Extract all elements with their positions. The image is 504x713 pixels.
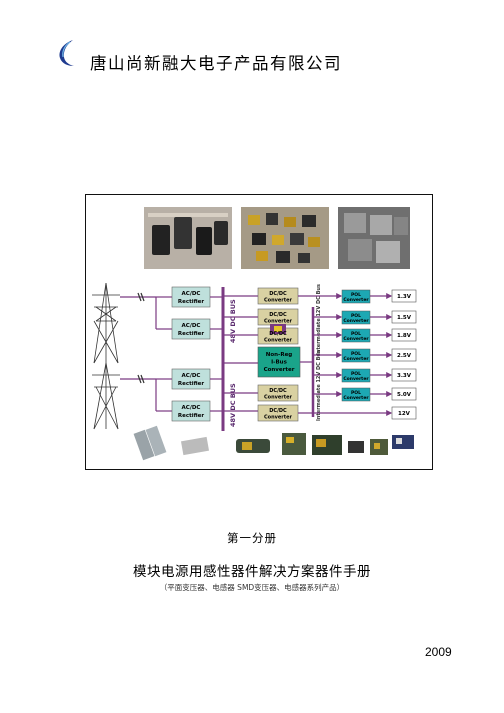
intermediate-bus-label: Intermediate 12V DC Bus [316,284,322,355]
power-pylon-top [92,282,120,364]
rectifier-4: AC/DC Rectifier [171,400,211,422]
pol-label: POL [351,351,361,357]
company-logo [59,40,74,66]
dcdc-label: Converter [264,338,293,344]
power-architecture-figure: AC/DC Rectifier AC/DC Rectifier AC/DC Re… [85,194,433,470]
dcdc-label: DC/DC [269,408,287,414]
bus-feeds [223,295,258,412]
rectifier-3: AC/DC Rectifier [171,368,211,390]
photo-converter-boards [236,433,342,455]
dc-bus-48v: 48V DC BUS 48V DC BUS [221,287,237,431]
photo-transformers [144,207,232,269]
pol-label: POL [351,313,361,319]
intermediate-bus: Intermediate 12V DC Bus Intermediate 12V… [300,284,322,421]
rectifier-label: AC/DC [182,405,201,411]
output-voltage: 1.3V [397,294,412,300]
nonreg-label: Converter [264,367,295,373]
rectifier-label: AC/DC [182,291,201,297]
photo-power-inductors [338,207,410,269]
rectifier-label: Rectifier [178,299,205,305]
rectifier-outputs [210,296,222,412]
power-pylon-bottom [92,362,120,430]
rectifier-label: Rectifier [178,413,205,419]
dcdc-label: Converter [264,298,293,304]
pol-label: POL [351,390,361,396]
output-voltage: 3.3V [397,373,412,379]
pol-label: Converter [343,297,369,303]
pol-label: Converter [343,318,369,324]
output-voltage: 1.5V [397,315,412,321]
pol-label: Converter [343,376,369,382]
rectifier-label: AC/DC [182,323,201,329]
pol-label: Converter [343,395,369,401]
company-name: 唐山尚新融大电子产品有限公司 [90,54,342,73]
pol-converter-4: POL Converter [341,348,371,363]
dcdc-label: Converter [264,319,293,325]
output-voltages: 1.3V 1.5V 1.8V 2.5V 3.3V 5.0V 12V [391,289,417,420]
architecture-diagram: AC/DC Rectifier AC/DC Rectifier AC/DC Re… [92,207,417,461]
output-voltage: 1.8V [397,333,412,339]
dcdc-converter-3: DC/DC Converter [257,324,299,345]
pol-label: Converter [343,336,369,342]
rectifier-2: AC/DC Rectifier [171,318,211,340]
photo-rectifier-modules [133,425,210,461]
pol-converter-6: POL Converter [341,387,371,402]
pol-label: Converter [343,356,369,362]
pol-converter-3: POL Converter [341,328,371,343]
output-voltage: 2.5V [397,353,412,359]
dcdc-converter-4: DC/DC Converter [257,384,299,402]
document-subtitle: （平面变压器、电感器 SMD变压器、电感器系列产品） [159,583,345,592]
photo-smd-inductors [241,207,329,269]
dcdc-converter-1: DC/DC Converter [257,287,299,305]
dcdc-converter-2: DC/DC Converter [257,308,299,326]
intermediate-bus-label: Intermediate 12V DC Bus [316,350,322,421]
dcdc-converter-5: DC/DC Converter [257,404,299,422]
dcdc-label: DC/DC [269,388,287,394]
converter-outputs [298,293,393,416]
output-voltage: 5.0V [397,392,412,398]
document-title: 模块电源用感性器件解决方案器件手册 [133,564,371,580]
photo-pol-modules [348,435,414,455]
pol-converter-2: POL Converter [341,310,371,325]
nonreg-label: Non-Reg [266,352,293,358]
document-year: 2009 [425,645,452,659]
ac-input-lines [120,292,172,412]
pol-converter-5: POL Converter [341,368,371,383]
dcdc-label: DC/DC [269,312,287,318]
pol-label: POL [351,331,361,337]
rectifier-label: AC/DC [182,373,201,379]
pol-label: POL [351,371,361,377]
dcdc-label: Converter [264,395,293,401]
rectifier-label: Rectifier [178,381,205,387]
dcdc-label: DC/DC [269,291,287,297]
dcdc-label: DC/DC [269,331,287,337]
bus-label-48v: 48V DC BUS [229,383,237,427]
rectifier-label: Rectifier [178,331,205,337]
nonreg-label: I-Bus [271,360,287,366]
bus-label-48v: 48V DC BUS [229,299,237,343]
volume-label: 第一分册 [227,531,277,545]
dcdc-label: Converter [264,415,293,421]
pol-label: POL [351,292,361,298]
output-voltage: 12V [398,411,411,417]
pol-converter-1: POL Converter [341,289,371,304]
nonreg-ibus-converter: Non-Reg I-Bus Converter [257,346,301,378]
rectifier-1: AC/DC Rectifier [171,286,211,308]
